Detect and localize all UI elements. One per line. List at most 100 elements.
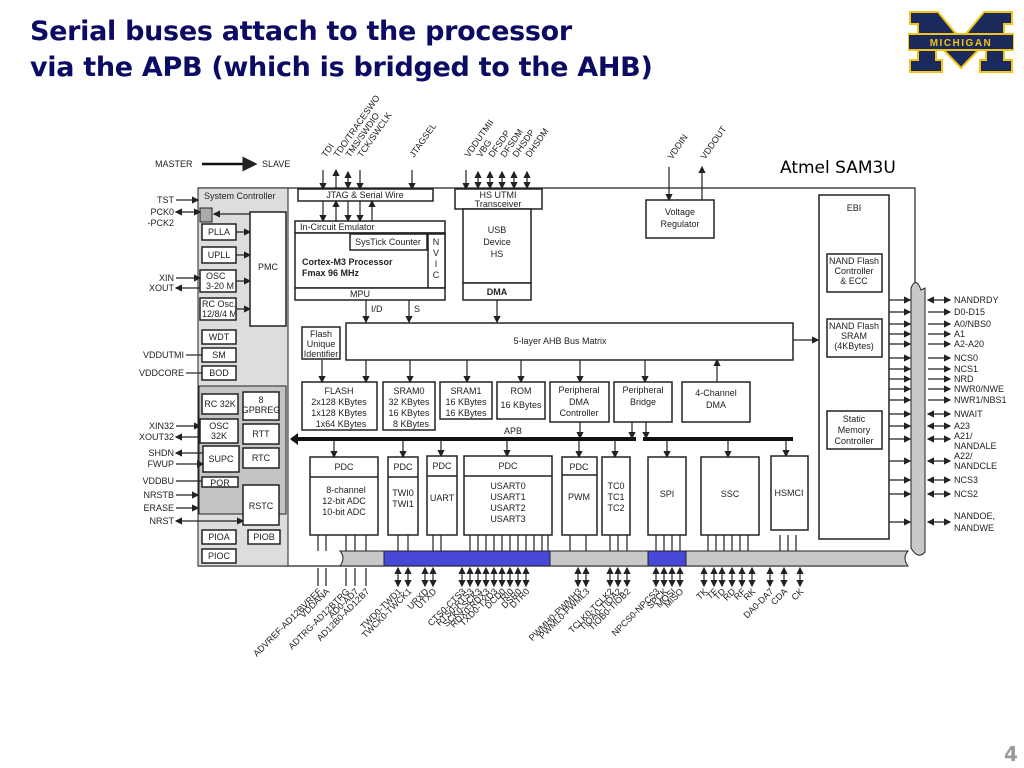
svg-text:PIOA: PIOA	[208, 532, 230, 542]
system-controller-title: System Controller	[204, 191, 276, 201]
svg-text:3-20 M: 3-20 M	[206, 281, 234, 291]
svg-text:Memory: Memory	[838, 425, 871, 435]
svg-text:XIN: XIN	[159, 273, 174, 283]
static-memory-controller	[826, 410, 883, 450]
svg-text:VDDBU: VDDBU	[142, 476, 174, 486]
svg-text:FWUP: FWUP	[148, 459, 175, 469]
right-pin-label: NANDRDY	[954, 295, 999, 305]
svg-text:PMC: PMC	[258, 262, 279, 272]
svg-text:HS UTMI: HS UTMI	[480, 190, 517, 200]
svg-text:(4KBytes): (4KBytes)	[834, 341, 874, 351]
svg-text:PDC: PDC	[569, 462, 589, 472]
svg-text:TC0: TC0	[607, 481, 624, 491]
right-pins: NANDRDYD0-D15A0/NBS0A1A2-A20NCS0NCS1NRDN…	[889, 295, 1007, 533]
svg-text:SysTick Counter: SysTick Counter	[355, 237, 421, 247]
svg-text:10-bit ADC: 10-bit ADC	[322, 507, 366, 517]
peripheral-dma-controller: Peripheral DMA Controller	[549, 381, 610, 423]
svg-text:DMA: DMA	[569, 397, 589, 407]
right-pin-label: A22/	[954, 451, 973, 461]
bottom-pin-label: CK	[789, 586, 805, 602]
right-pin-label: NWR0/NWE	[954, 384, 1004, 394]
svg-text:Fmax 96 MHz: Fmax 96 MHz	[302, 268, 360, 278]
svg-text:8: 8	[258, 395, 263, 405]
svg-text:NAND Flash: NAND Flash	[829, 256, 879, 266]
svg-text:RC 32K: RC 32K	[204, 399, 236, 409]
svg-text:& ECC: & ECC	[840, 276, 868, 286]
right-pin-label: NANDCLE	[954, 461, 997, 471]
svg-text:V: V	[433, 248, 439, 258]
svg-text:UPLL: UPLL	[208, 250, 231, 260]
svg-text:HSMCI: HSMCI	[775, 488, 804, 498]
svg-text:Static: Static	[843, 414, 866, 424]
svg-text:PIOB: PIOB	[253, 532, 275, 542]
right-pin-label: NWAIT	[954, 409, 983, 419]
right-pin-label: NCS1	[954, 364, 978, 374]
svg-text:Unique: Unique	[307, 339, 336, 349]
svg-text:Controller: Controller	[834, 266, 873, 276]
svg-text:USART1: USART1	[490, 492, 525, 502]
michigan-logo: MICHIGAN	[908, 11, 1014, 73]
svg-text:RTT: RTT	[252, 429, 270, 439]
svg-text:SRAM1: SRAM1	[450, 386, 481, 396]
svg-text:-PCK2: -PCK2	[147, 218, 174, 228]
ebi-io-bar	[910, 282, 926, 556]
chip-label: Atmel SAM3U	[780, 158, 896, 178]
svg-text:5-layer AHB Bus Matrix: 5-layer AHB Bus Matrix	[513, 336, 607, 346]
svg-text:16 KBytes: 16 KBytes	[445, 408, 487, 418]
wdt-block	[201, 329, 237, 345]
memory-rom: ROM 16 KBytes	[496, 381, 546, 420]
svg-text:USB: USB	[488, 225, 507, 235]
svg-text:RTC: RTC	[252, 453, 271, 463]
svg-text:XOUT: XOUT	[149, 283, 175, 293]
page-number: 4	[1004, 742, 1018, 766]
svg-text:WDT: WDT	[209, 332, 230, 342]
spi-block: SPI	[647, 456, 687, 536]
nand-flash-sram	[826, 318, 883, 358]
slide-title-line2: via the APB (which is bridged to the AHB…	[30, 52, 653, 83]
svg-text:16 KBytes: 16 KBytes	[388, 408, 430, 418]
svg-text:PDC: PDC	[393, 462, 413, 472]
right-pin-label: A23	[954, 421, 970, 431]
svg-text:VDDUTMI: VDDUTMI	[143, 350, 184, 360]
svg-text:12-bit ADC: 12-bit ADC	[322, 496, 366, 506]
pioa-block	[201, 529, 237, 545]
svg-text:PIOC: PIOC	[208, 551, 231, 561]
svg-text:S: S	[414, 304, 420, 314]
bottom-pin-label: CDA	[769, 586, 790, 607]
usb-device-hs	[462, 208, 532, 284]
piob-block	[247, 529, 281, 545]
right-pin-label: A1	[954, 329, 965, 339]
svg-text:JTAGSEL: JTAGSEL	[407, 121, 438, 159]
svg-text:SM: SM	[212, 350, 226, 360]
4-channel-dma: 4-Channel DMA	[681, 381, 751, 423]
right-pin-label: NANDOE,	[954, 511, 995, 521]
ebi-block: EBI NAND Flash Controller & ECC NAND Fla…	[818, 194, 890, 540]
ahb-bus-matrix	[345, 322, 794, 361]
jtag-serial-wire-block	[297, 188, 434, 202]
svg-text:Bridge: Bridge	[630, 397, 656, 407]
svg-text:Voltage: Voltage	[665, 207, 695, 217]
svg-text:OSC: OSC	[209, 421, 229, 431]
svg-text:12/8/4 M: 12/8/4 M	[202, 309, 237, 319]
svg-text:USART3: USART3	[490, 514, 525, 524]
svg-text:2x128 KBytes: 2x128 KBytes	[311, 397, 367, 407]
svg-text:Device: Device	[483, 237, 511, 247]
svg-text:TWI1: TWI1	[392, 499, 414, 509]
svg-text:PDC: PDC	[498, 461, 518, 471]
svg-text:HS: HS	[491, 249, 504, 259]
slide-title-line1: Serial buses attach to the processor	[30, 16, 572, 47]
usb-pins: VDDUTMII VBG DFSDP DFSDM DHSDP DHSDM	[462, 118, 551, 191]
right-pin-label: NCS0	[954, 353, 978, 363]
svg-text:EBI: EBI	[847, 203, 862, 213]
svg-text:32 KBytes: 32 KBytes	[388, 397, 430, 407]
adc-block: PDC 8-channel 12-bit ADC 10-bit ADC	[309, 456, 379, 536]
right-pin-label: NCS2	[954, 489, 978, 499]
svg-text:SRAM: SRAM	[841, 331, 867, 341]
svg-text:8 KBytes: 8 KBytes	[393, 419, 430, 429]
mpu-block	[294, 287, 446, 301]
tc-block: TC0 TC1 TC2	[601, 456, 631, 536]
flash-unique-identifier	[301, 326, 341, 360]
svg-text:C: C	[433, 270, 440, 280]
gpbreg-block	[242, 391, 280, 421]
